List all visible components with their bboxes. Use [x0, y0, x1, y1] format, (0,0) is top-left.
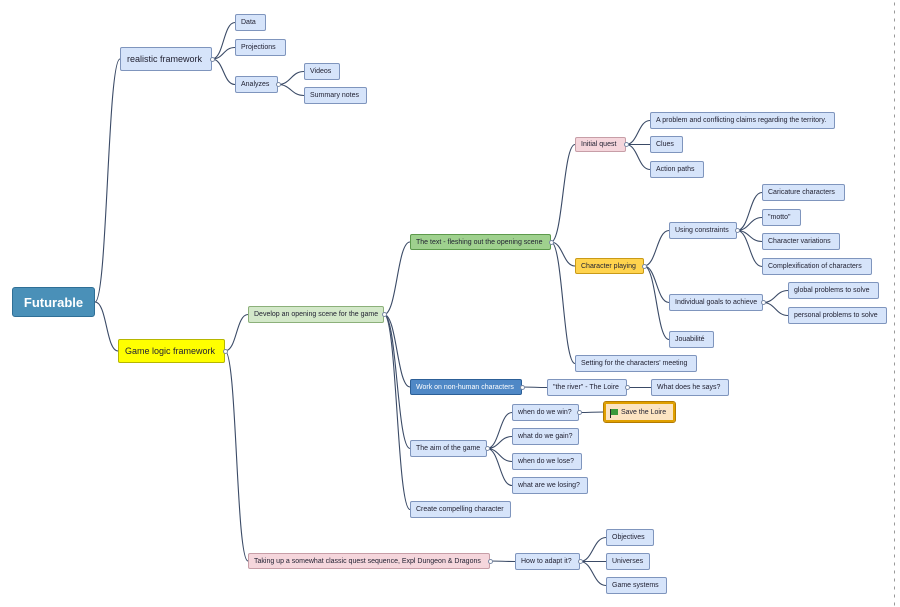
connector-dot-character-playing[interactable]	[642, 263, 647, 269]
node-non-human-characters[interactable]: Work on non-human characters	[410, 379, 522, 395]
node-the-river[interactable]: "the river" - The Loire	[547, 379, 627, 396]
edge-analyzes-to-summary-notes	[277, 83, 305, 97]
edge-quest-sequence-to-how-adapt	[489, 560, 516, 563]
connector-dot-opening-scene[interactable]	[382, 312, 387, 317]
connector-dot-using-constraints[interactable]	[735, 228, 740, 233]
node-problem-territory[interactable]: A problem and conflicting claims regardi…	[650, 112, 835, 129]
node-compelling-character[interactable]: Create compelling character	[410, 501, 511, 518]
connector-dot-aim-of-game[interactable]	[485, 446, 490, 451]
connector-dot-when-win[interactable]	[577, 410, 582, 415]
connector-dot-quest-sequence[interactable]	[488, 558, 493, 564]
edge-character-playing-to-jouabilite	[643, 265, 670, 341]
node-videos[interactable]: Videos	[304, 63, 340, 80]
edge-root-to-game-logic-framework	[94, 301, 119, 352]
edge-text-opening-scene-to-setting-meeting	[550, 241, 576, 365]
node-opening-scene[interactable]: Develop an opening scene for the game	[248, 306, 384, 323]
node-complexification[interactable]: Complexification of characters	[762, 258, 872, 275]
edge-initial-quest-to-problem-territory	[625, 119, 651, 146]
node-individual-goals[interactable]: Individual goals to achieve	[669, 294, 763, 311]
node-character-variations[interactable]: Character variations	[762, 233, 840, 250]
node-realistic-framework[interactable]: realistic framework	[120, 47, 212, 71]
node-jouabilite[interactable]: Jouabilité	[669, 331, 714, 348]
node-game-systems[interactable]: Game systems	[606, 577, 667, 594]
connector-dot-realistic-framework[interactable]	[210, 56, 215, 62]
edge-opening-scene-to-non-human-characters	[383, 313, 411, 388]
edge-game-logic-framework-to-quest-sequence	[224, 350, 249, 562]
node-initial-quest[interactable]: Initial quest	[575, 137, 626, 152]
node-save-the-loire[interactable]: Save the Loire	[603, 401, 676, 423]
node-what-does-he-says[interactable]: What does he says?	[651, 379, 729, 396]
node-personal-problems[interactable]: personal problems to solve	[788, 307, 887, 324]
node-universes[interactable]: Universes	[606, 553, 650, 570]
node-quest-sequence[interactable]: Taking up a somewhat classic quest seque…	[248, 553, 490, 569]
edge-individual-goals-to-global-problems	[762, 289, 789, 304]
connector-dot-text-opening-scene[interactable]	[549, 239, 554, 245]
node-motto[interactable]: "motto"	[762, 209, 801, 226]
node-summary-notes[interactable]: Summary notes	[304, 87, 367, 104]
edge-individual-goals-to-personal-problems	[762, 301, 789, 317]
node-what-losing[interactable]: what are we losing?	[512, 477, 588, 494]
edge-character-playing-to-using-constraints	[643, 229, 670, 267]
edge-text-opening-scene-to-initial-quest	[550, 143, 576, 243]
edge-character-playing-to-individual-goals	[643, 265, 670, 304]
node-clues[interactable]: Clues	[650, 136, 683, 153]
edge-realistic-framework-to-analyzes	[211, 58, 236, 86]
edge-initial-quest-to-action-paths	[625, 143, 651, 171]
edge-opening-scene-to-aim-of-game	[383, 313, 411, 450]
node-how-adapt[interactable]: How to adapt it?	[515, 553, 580, 570]
node-text-opening-scene[interactable]: The text - fleshing out the opening scen…	[410, 234, 551, 250]
node-aim-of-game[interactable]: The aim of the game	[410, 440, 487, 457]
edge-game-logic-framework-to-opening-scene	[224, 313, 249, 352]
edge-aim-of-game-to-what-losing	[486, 447, 513, 487]
node-what-gain[interactable]: what do we gain?	[512, 428, 579, 445]
node-analyzes[interactable]: Analyzes	[235, 76, 278, 93]
save-the-loire-label: Save the Loire	[621, 408, 667, 416]
edge-non-human-characters-to-the-river	[521, 386, 548, 389]
edge-analyzes-to-videos	[277, 70, 305, 86]
connector-dot-initial-quest[interactable]	[624, 142, 629, 147]
node-using-constraints[interactable]: Using constraints	[669, 222, 737, 239]
edge-when-win-to-save-the-loire	[578, 411, 605, 414]
node-character-playing[interactable]: Character playing	[575, 258, 644, 274]
node-game-logic-framework[interactable]: Game logic framework	[118, 339, 225, 363]
node-action-paths[interactable]: Action paths	[650, 161, 704, 178]
edge-root-to-realistic-framework	[94, 58, 121, 303]
node-projections[interactable]: Projections	[235, 39, 286, 56]
edge-how-adapt-to-objectives	[579, 536, 607, 563]
node-root[interactable]: Futurable	[12, 287, 95, 317]
page-edge-dots	[893, 0, 896, 607]
connector-dot-analyzes[interactable]	[276, 82, 281, 87]
node-setting-meeting[interactable]: Setting for the characters' meeting	[575, 355, 697, 372]
node-when-lose[interactable]: when do we lose?	[512, 453, 582, 470]
connector-dot-how-adapt[interactable]	[578, 559, 583, 564]
edge-opening-scene-to-compelling-character	[383, 313, 411, 511]
node-caricature-characters[interactable]: Caricature characters	[762, 184, 845, 201]
connector-dot-game-logic-framework[interactable]	[223, 348, 228, 354]
edge-opening-scene-to-text-opening-scene	[383, 241, 411, 316]
connector-dot-individual-goals[interactable]	[761, 300, 766, 305]
connector-dot-non-human-characters[interactable]	[520, 384, 525, 390]
edge-how-adapt-to-game-systems	[579, 560, 607, 587]
node-when-win[interactable]: when do we win?	[512, 404, 579, 421]
green-flag-icon	[610, 409, 618, 418]
node-objectives[interactable]: Objectives	[606, 529, 654, 546]
edge-using-constraints-to-caricature-characters	[736, 191, 763, 232]
node-global-problems[interactable]: global problems to solve	[788, 282, 879, 299]
connector-dot-the-river[interactable]	[625, 385, 630, 390]
node-data[interactable]: Data	[235, 14, 266, 31]
